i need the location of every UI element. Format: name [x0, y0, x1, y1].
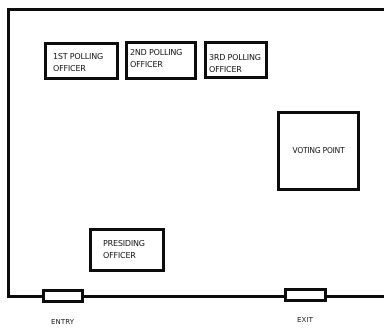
presiding-officer-box: PRESIDING OFFICER: [89, 228, 165, 272]
entry-label: ENTRY: [51, 318, 75, 326]
first-polling-officer-label: 1ST POLLING OFFICER: [53, 52, 103, 73]
third-polling-officer-label: 3RD POLLING OFFICER: [209, 53, 261, 74]
presiding-officer-label: PRESIDING OFFICER: [103, 239, 145, 260]
polling-room-outline: [7, 8, 384, 298]
third-polling-officer-box: 3RD POLLING OFFICER: [204, 41, 268, 79]
exit-door: [284, 288, 327, 302]
exit-label: EXIT: [297, 316, 313, 324]
entry-door: [42, 289, 84, 303]
second-polling-officer-box: 2ND POLLING OFFICER: [125, 41, 197, 80]
second-polling-officer-label: 2ND POLLING OFFICER: [130, 48, 183, 69]
first-polling-officer-box: 1ST POLLING OFFICER: [44, 42, 119, 80]
voting-point-box: VOTING POINT: [277, 111, 360, 191]
voting-point-label: VOTING POINT: [292, 146, 345, 155]
